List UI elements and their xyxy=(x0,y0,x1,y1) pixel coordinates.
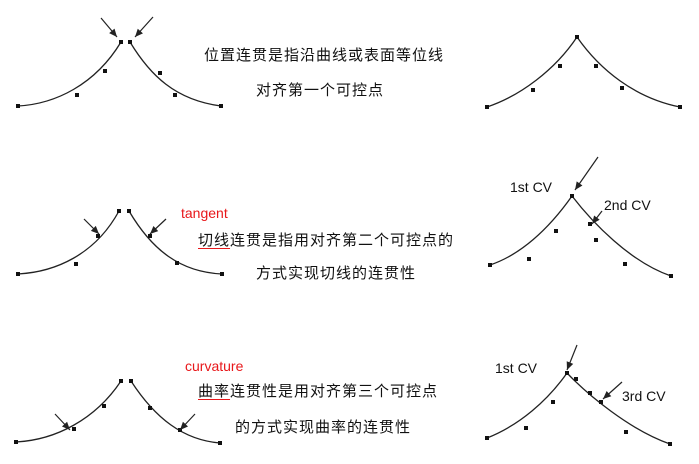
position-right-cv xyxy=(485,105,489,109)
curvature-right-cv xyxy=(668,442,672,446)
position-left-cv xyxy=(158,71,162,75)
curvature-right-cv xyxy=(624,430,628,434)
curvature-left-cv xyxy=(148,406,152,410)
position-right-cv xyxy=(558,64,562,68)
tangent-right-cv xyxy=(570,194,574,198)
tangent-label-1st-cv: 1st CV xyxy=(510,179,553,195)
position-left-cv xyxy=(173,93,177,97)
tangent-left-curve-b xyxy=(128,210,223,275)
curvature-right-cv xyxy=(574,377,578,381)
tangent-left-curve-a xyxy=(17,210,120,275)
tangent-left-cv xyxy=(127,209,131,213)
tangent-right-cv xyxy=(669,274,673,278)
position-left-cv xyxy=(103,69,107,73)
position-right-cv xyxy=(531,88,535,92)
position-right-cv xyxy=(678,105,682,109)
curvature-right-cv xyxy=(588,391,592,395)
curvature-label-3rd-cv: 3rd CV xyxy=(622,388,666,404)
tangent-keyword: 切线 xyxy=(198,231,231,249)
curvature-arrow-3rd-cv xyxy=(602,381,623,400)
position-left-cv xyxy=(128,40,132,44)
tangent-right-cv xyxy=(588,222,592,226)
curvature-left-cv xyxy=(218,441,222,445)
tangent-right-cv xyxy=(554,229,558,233)
tangent-arrow-2nd-cv xyxy=(591,210,603,225)
curvature-left-cv xyxy=(72,427,76,431)
curvature-left-curve-b xyxy=(130,380,221,444)
curvature-arrow-1st-cv xyxy=(566,344,578,371)
curvature-right-cv xyxy=(485,436,489,440)
curvature-left-cv xyxy=(119,379,123,383)
curvature-arrow-left xyxy=(54,413,71,431)
tangent-right-cv xyxy=(527,257,531,261)
position-right-curve xyxy=(486,35,681,108)
curvature-right-cv xyxy=(551,400,555,404)
position-right-cv xyxy=(594,64,598,68)
tangent-left-cv xyxy=(96,234,100,238)
curvature-label-1st-cv: 1st CV xyxy=(495,360,538,376)
tangent-left-cv xyxy=(74,262,78,266)
tangent-right-cv xyxy=(623,262,627,266)
curvature-text-line1: 曲率连贯性是用对齐第三个可控点 xyxy=(198,382,439,400)
curvature-right-cv xyxy=(524,426,528,430)
curvature-term: curvature xyxy=(185,358,244,374)
curvature-left-curve-a xyxy=(15,380,122,443)
position-left-cv xyxy=(219,104,223,108)
tangent-left-cv xyxy=(16,272,20,276)
curvature-arrow-right xyxy=(179,413,196,431)
position-left-cv xyxy=(75,93,79,97)
tangent-left-cv xyxy=(220,272,224,276)
position-text-line2: 对齐第一个可控点 xyxy=(256,81,385,99)
tangent-left-cv xyxy=(117,209,121,213)
curvature-right-cv xyxy=(565,371,569,375)
tangent-right-cv xyxy=(594,238,598,242)
position-text-line1: 位置连贯是指沿曲线或表面等位线 xyxy=(204,46,445,64)
curvature-left-cv xyxy=(102,404,106,408)
tangent-arrow-1st-cv xyxy=(574,156,599,191)
curvature-left-cv xyxy=(14,440,18,444)
curvature-right-curve xyxy=(486,371,671,445)
position-right-cv xyxy=(575,35,579,39)
curvature-right-cv xyxy=(599,400,603,404)
position-right-cv xyxy=(620,86,624,90)
tangent-text-line2: 方式实现切线的连贯性 xyxy=(256,264,417,282)
position-left-curve-a xyxy=(17,41,122,107)
curvature-text-line2: 的方式实现曲率的连贯性 xyxy=(235,418,412,436)
curvature-left-cv xyxy=(129,379,133,383)
position-left-curve-b xyxy=(129,41,222,107)
tangent-arrow-left xyxy=(83,218,100,235)
tangent-left-cv xyxy=(175,261,179,265)
tangent-text-line1: 切线连贯是指用对齐第二个可控点的 xyxy=(198,231,455,249)
tangent-label-2nd-cv: 2nd CV xyxy=(604,197,651,213)
tangent-right-cv xyxy=(488,263,492,267)
curvature-keyword: 曲率 xyxy=(198,382,231,400)
tangent-term: tangent xyxy=(181,205,228,221)
tangent-arrow-right xyxy=(149,218,167,235)
tangent-left-cv xyxy=(148,234,152,238)
position-arrow-right xyxy=(134,16,154,38)
position-arrow-left xyxy=(100,17,118,38)
position-left-cv xyxy=(16,104,20,108)
position-left-cv xyxy=(119,40,123,44)
